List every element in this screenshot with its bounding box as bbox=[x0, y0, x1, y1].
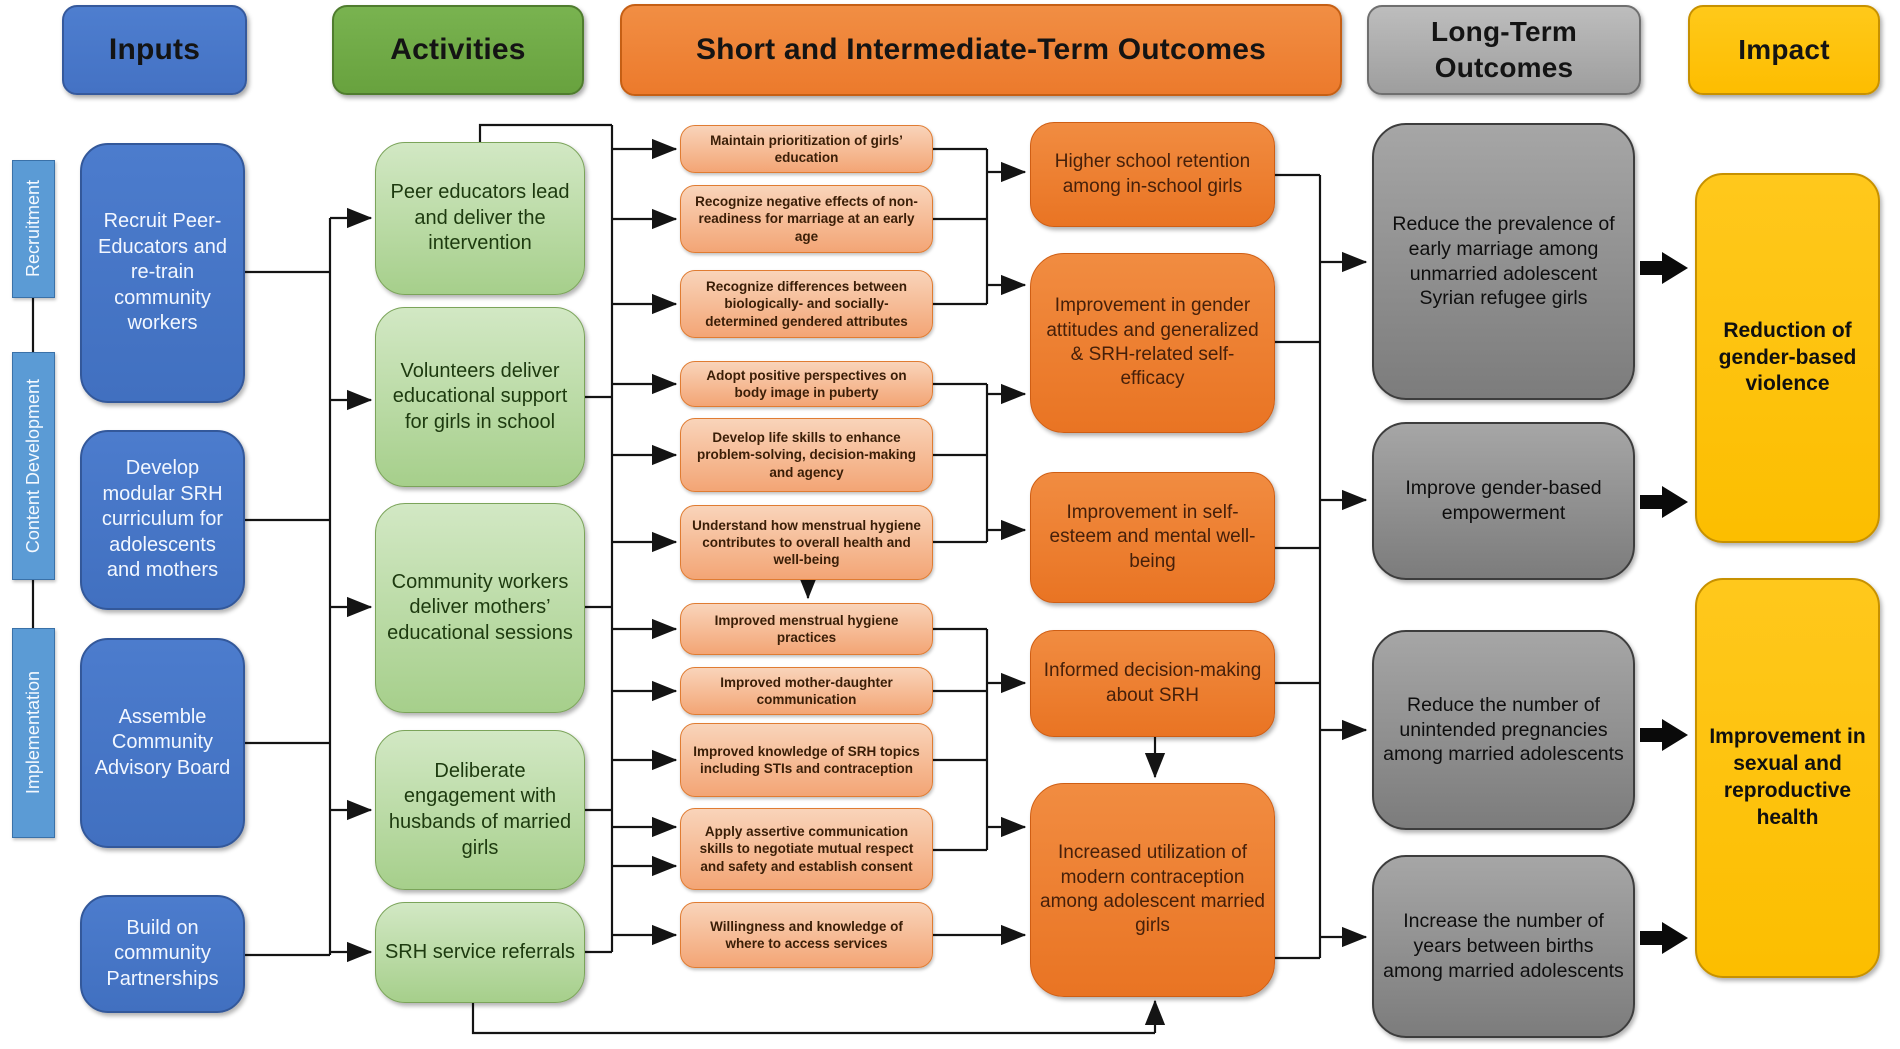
short-outcome-box-life-skills: Develop life skills to enhance problem-s… bbox=[680, 418, 933, 492]
sidebar-item-label: Recruitment bbox=[22, 180, 43, 278]
short-outcome-box-marriage-readiness: Recognize negative effects of non-readin… bbox=[680, 185, 933, 253]
input-box-advisory-board: Assemble Community Advisory Board bbox=[80, 638, 245, 848]
short-outcome-box-girls-education: Maintain prioritization of girls’ educat… bbox=[680, 125, 933, 173]
impact-box-gender-based-violence: Reduction of gender-based violence bbox=[1695, 173, 1880, 543]
sidebar-item-recruitment: Recruitment bbox=[12, 160, 55, 298]
intermediate-outcome-box-contraception-utilization: Increased utilization of modern contrace… bbox=[1030, 783, 1275, 997]
activity-box-volunteers: Volunteers deliver educational support f… bbox=[375, 307, 585, 487]
header-long-term-outcomes: Long-Term Outcomes bbox=[1367, 5, 1641, 95]
short-outcome-box-body-image: Adopt positive perspectives on body imag… bbox=[680, 361, 933, 407]
header-activities: Activities bbox=[332, 5, 584, 95]
header-short-intermediate-outcomes: Short and Intermediate-Term Outcomes bbox=[620, 4, 1342, 96]
short-outcome-box-access-services: Willingness and knowledge of where to ac… bbox=[680, 902, 933, 968]
sidebar-item-label: Implementation bbox=[22, 671, 43, 795]
long-term-outcome-box-birth-spacing: Increase the number of years between bir… bbox=[1372, 855, 1635, 1038]
header-impact: Impact bbox=[1688, 5, 1880, 95]
short-outcome-box-srh-knowledge: Improved knowledge of SRH topics includi… bbox=[680, 723, 933, 797]
sidebar-item-implementation: Implementation bbox=[12, 628, 55, 838]
short-outcome-box-gendered-attributes: Recognize differences between biological… bbox=[680, 270, 933, 338]
short-outcome-box-menstrual-hygiene-understanding: Understand how menstrual hygiene contrib… bbox=[680, 505, 933, 580]
header-inputs: Inputs bbox=[62, 5, 247, 95]
intermediate-outcome-box-informed-decision: Informed decision-making about SRH bbox=[1030, 630, 1275, 737]
activity-box-husband-engagement: Deliberate engagement with husbands of m… bbox=[375, 730, 585, 890]
input-box-community-partnerships: Build on community Partnerships bbox=[80, 895, 245, 1013]
activity-box-peer-educators: Peer educators lead and deliver the inte… bbox=[375, 142, 585, 295]
short-outcome-box-menstrual-hygiene-practices: Improved menstrual hygiene practices bbox=[680, 603, 933, 655]
right-arrow-icon bbox=[1640, 252, 1688, 284]
input-box-develop-curriculum: Develop modular SRH curriculum for adole… bbox=[80, 430, 245, 610]
right-arrow-icon bbox=[1640, 486, 1688, 518]
short-outcome-box-mother-daughter-communication: Improved mother-daughter communication bbox=[680, 667, 933, 715]
activity-box-community-workers: Community workers deliver mothers’ educa… bbox=[375, 503, 585, 713]
right-arrow-icon bbox=[1640, 719, 1688, 751]
intermediate-outcome-box-school-retention: Higher school retention among in-school … bbox=[1030, 122, 1275, 227]
intermediate-outcome-box-self-esteem: Improvement in self-esteem and mental we… bbox=[1030, 472, 1275, 603]
activity-box-srh-referrals: SRH service referrals bbox=[375, 902, 585, 1003]
intermediate-outcome-box-gender-attitudes: Improvement in gender attitudes and gene… bbox=[1030, 253, 1275, 433]
right-arrow-icon bbox=[1640, 922, 1688, 954]
impact-box-sexual-reproductive-health: Improvement in sexual and reproductive h… bbox=[1695, 578, 1880, 978]
long-term-outcome-box-empowerment: Improve gender-based empowerment bbox=[1372, 422, 1635, 580]
long-term-outcome-box-early-marriage: Reduce the prevalence of early marriage … bbox=[1372, 123, 1635, 400]
sidebar-item-content-development: Content Development bbox=[12, 352, 55, 580]
short-outcome-box-assertive-communication: Apply assertive communication skills to … bbox=[680, 808, 933, 890]
input-box-recruit-peer-educators: Recruit Peer-Educators and re-train comm… bbox=[80, 143, 245, 403]
long-term-outcome-box-unintended-pregnancies: Reduce the number of unintended pregnanc… bbox=[1372, 630, 1635, 830]
sidebar-item-label: Content Development bbox=[22, 378, 43, 554]
